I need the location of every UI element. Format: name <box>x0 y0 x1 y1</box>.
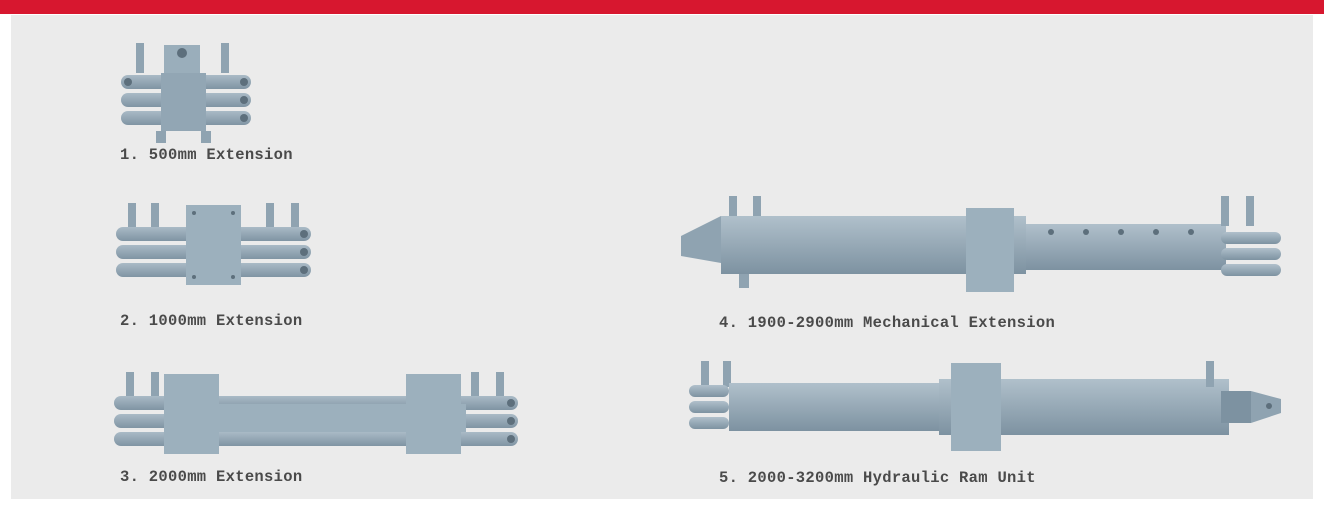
product-panel: 1. 500mm Extension 2. <box>11 15 1313 499</box>
product-item-1000mm: 2. 1000mm Extension <box>11 190 411 340</box>
extension-1000mm-image <box>116 203 311 285</box>
item-caption-500mm: 1. 500mm Extension <box>120 146 293 164</box>
top-accent-bar <box>0 0 1324 14</box>
product-item-500mm: 1. 500mm Extension <box>11 15 411 175</box>
product-item-2000mm: 3. 2000mm Extension <box>11 350 531 490</box>
product-item-mechanical: 4. 1900-2900mm Mechanical Extension <box>651 180 1311 340</box>
item-caption-mechanical: 4. 1900-2900mm Mechanical Extension <box>719 314 1056 332</box>
extension-2000mm-image <box>114 372 518 454</box>
item-caption-2000mm: 3. 2000mm Extension <box>120 468 303 486</box>
mechanical-extension-image <box>681 196 1281 292</box>
product-item-hydraulic: 5. 2000-3200mm Hydraulic Ram Unit <box>651 345 1311 495</box>
extension-500mm-image <box>121 43 251 143</box>
hydraulic-ram-image <box>689 361 1281 451</box>
item-caption-1000mm: 2. 1000mm Extension <box>120 312 303 330</box>
item-caption-hydraulic: 5. 2000-3200mm Hydraulic Ram Unit <box>719 469 1036 487</box>
